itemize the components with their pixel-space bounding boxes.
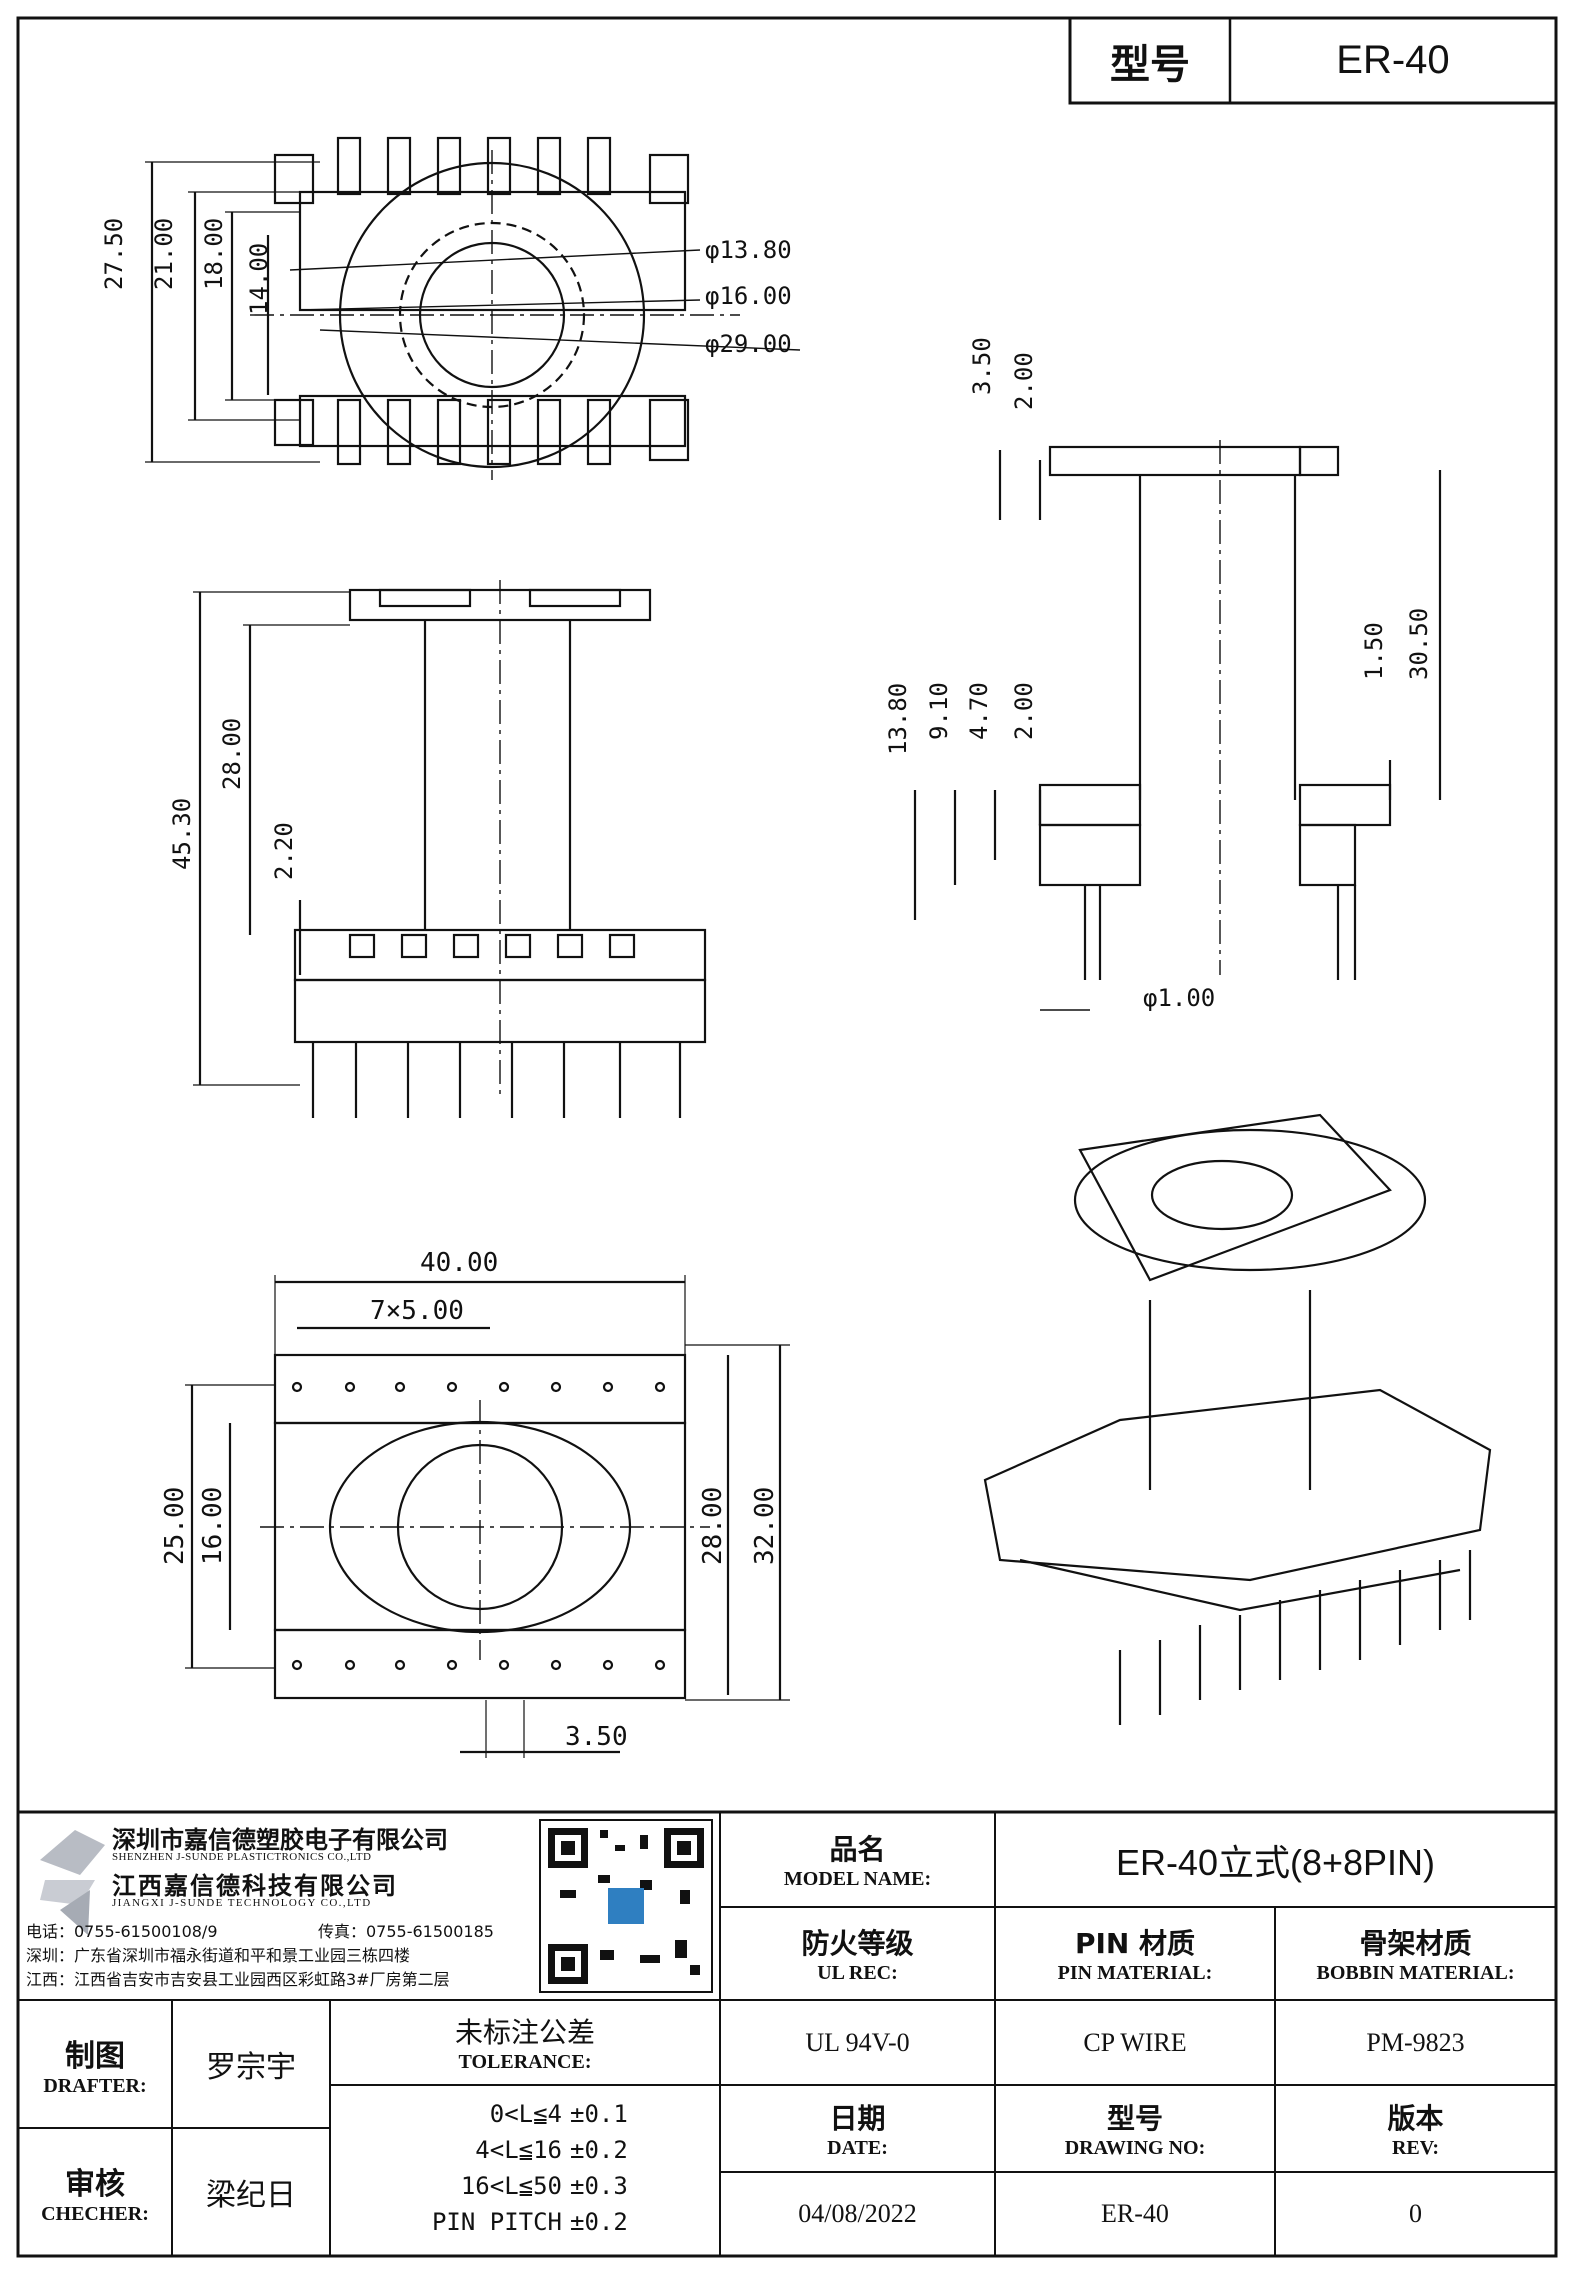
company-name-shenzhen-en: SHENZHEN J-SUNDE PLASTICTRONICS CO.,LTD <box>112 1851 372 1863</box>
dim-F: φ16.00 <box>705 282 792 310</box>
dim-M: 13.80 <box>884 682 912 755</box>
dim-D: 14.00 <box>245 242 273 315</box>
dim-T: 40.00 <box>420 1248 499 1278</box>
dim-P: 2.00 <box>1010 682 1038 740</box>
ul-label-zh: 防火等级 <box>801 1927 914 1960</box>
tolerance-value-1: ±0.1 <box>570 2100 628 2128</box>
company-logo <box>40 1830 105 1935</box>
dim-E: φ13.80 <box>705 236 792 264</box>
type-label: 型号 <box>1110 41 1190 88</box>
model-name-label: 品名 MODEL NAME: <box>720 1812 995 1907</box>
dim-W: 16.00 <box>198 1486 228 1565</box>
dim-B: 21.00 <box>150 217 178 290</box>
dim-G: φ29.00 <box>705 330 792 358</box>
pin-material-label-en: PIN MATERIAL: <box>1057 1962 1213 1984</box>
tolerance-value-2: ±0.2 <box>570 2136 628 2164</box>
tolerance-range-4: PIN PITCH <box>431 2208 562 2236</box>
tolerance-title-en: TOLERANCE: <box>458 2051 592 2073</box>
drafter-label: 制图 DRAFTER: <box>18 2000 172 2128</box>
drawing-no-label: 型号 DRAWING NO: <box>995 2085 1275 2172</box>
dim-K: 3.50 <box>968 337 996 395</box>
rev-label-zh: 版本 <box>1387 2102 1444 2135</box>
dim-N: 9.10 <box>925 682 953 740</box>
company-name-jiangxi-en: JIANGXI J-SUNDE TECHNOLOGY CO.,LTD <box>112 1897 372 1909</box>
top-view <box>145 136 801 480</box>
model-name-label-en: MODEL NAME: <box>783 1868 932 1890</box>
drafter-label-en: DRAFTER: <box>43 2074 147 2097</box>
drafter-name: 罗宗宇 <box>206 2050 296 2085</box>
dim-Y: 32.00 <box>750 1486 780 1565</box>
ul-label: 防火等级 UL REC: <box>720 1907 995 2000</box>
model-name-value: ER-40立式(8+8PIN) <box>1115 1841 1436 1883</box>
ul-value: UL 94V-0 <box>805 2027 910 2057</box>
checker-label: 审核 CHECHER: <box>18 2128 172 2256</box>
qr-code <box>539 1819 713 1993</box>
dim-Z: 3.50 <box>565 1722 628 1752</box>
dim-I: 28.00 <box>218 717 246 790</box>
dim-X: 28.00 <box>698 1486 728 1565</box>
pin-material-label: PIN 材质 PIN MATERIAL: <box>995 1907 1275 2000</box>
checker-name: 梁纪日 <box>206 2178 296 2213</box>
drafter-label-zh: 制图 <box>65 2038 125 2074</box>
type-value: ER-40 <box>1336 38 1450 82</box>
tolerance-title-zh: 未标注公差 <box>454 2016 595 2049</box>
bobbin-material-label-zh: 骨架材质 <box>1359 1927 1472 1960</box>
side-view <box>913 440 1442 1011</box>
drawing-no-label-zh: 型号 <box>1106 2102 1163 2135</box>
dim-H: 45.30 <box>168 797 196 870</box>
tolerance-range-2: 4<L≦16 <box>475 2136 562 2164</box>
dim-U: 7×5.00 <box>370 1296 464 1326</box>
company-name-shenzhen: 深圳市嘉信德塑胶电子有限公司 <box>112 1826 448 1854</box>
company-address-jiangxi: 江西：江西省吉安市吉安县工业园西区彩虹路3#厂房第二层 <box>26 1970 450 1989</box>
bobbin-material-label: 骨架材质 BOBBIN MATERIAL: <box>1275 1907 1556 2000</box>
company-tel: 电话：0755-61500108/9 <box>26 1922 218 1941</box>
date-label-zh: 日期 <box>829 2102 886 2135</box>
rev-value: 0 <box>1409 2199 1422 2228</box>
checker-label-zh: 审核 <box>65 2166 125 2202</box>
dim-V: 25.00 <box>160 1486 190 1565</box>
tolerance-range-3: 16<L≦50 <box>460 2172 562 2200</box>
date-label-en: DATE: <box>827 2137 888 2159</box>
dim-Q: 1.50 <box>1360 622 1388 680</box>
tolerance-header: 未标注公差 TOLERANCE: <box>330 2000 720 2085</box>
tolerance-range-1: 0<L≦4 <box>489 2100 562 2128</box>
dim-R: 30.50 <box>1405 607 1433 680</box>
tolerance-value-4: ±0.2 <box>570 2208 628 2236</box>
dim-O: 4.70 <box>965 682 993 740</box>
company-address-shenzhen: 深圳：广东省深圳市福永街道和平和景工业园三栋四楼 <box>26 1946 411 1965</box>
pin-material-label-zh: PIN 材质 <box>1074 1927 1196 1960</box>
pin-material-value: CP WIRE <box>1083 2027 1187 2057</box>
dim-J: 2.20 <box>270 822 298 880</box>
company-name-jiangxi: 江西嘉信德科技有限公司 <box>112 1872 398 1900</box>
drawing-no-label-en: DRAWING NO: <box>1064 2137 1206 2159</box>
isometric-view <box>983 1113 1492 1725</box>
front-view <box>193 580 707 1118</box>
dim-L: 2.00 <box>1010 352 1038 410</box>
bobbin-material-value: PM-9823 <box>1366 2027 1465 2057</box>
drawing-no-value: ER-40 <box>1101 2199 1169 2228</box>
date-value: 04/08/2022 <box>798 2199 917 2228</box>
tolerance-value-3: ±0.3 <box>570 2172 628 2200</box>
rev-label-en: REV: <box>1391 2137 1440 2159</box>
company-fax: 传真：0755-61500185 <box>318 1922 494 1941</box>
ul-label-en: UL REC: <box>817 1962 898 1984</box>
bottom-view <box>185 1275 790 1758</box>
bobbin-material-label-en: BOBBIN MATERIAL: <box>1316 1962 1515 1984</box>
dim-S: φ1.00 <box>1143 984 1216 1012</box>
date-label: 日期 DATE: <box>720 2085 995 2172</box>
dim-A: 27.50 <box>100 217 128 290</box>
rev-label: 版本 REV: <box>1275 2085 1556 2172</box>
checker-label-en: CHECHER: <box>41 2202 149 2225</box>
dim-C: 18.00 <box>200 217 228 290</box>
model-name-label-zh: 品名 <box>829 1833 886 1866</box>
